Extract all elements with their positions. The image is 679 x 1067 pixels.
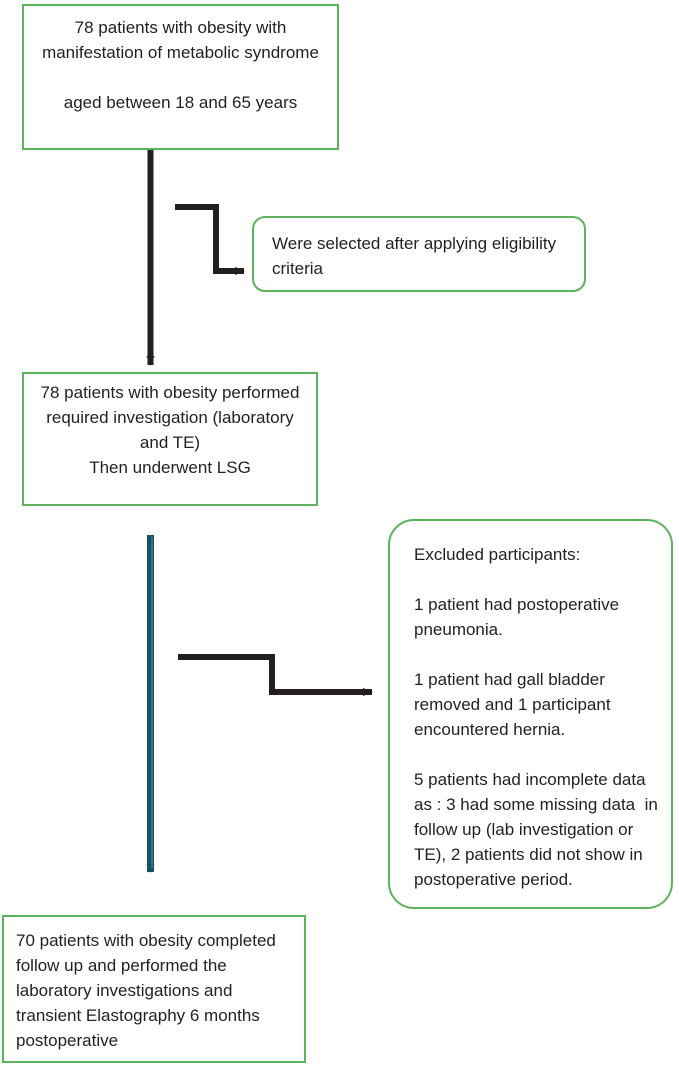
connector-enrolled-to-eligibility — [175, 204, 245, 275]
connector-investigation-to-completed — [146, 535, 155, 873]
node-eligibility-criteria-text: Were selected after applying eligibility… — [272, 234, 561, 278]
node-investigation-lsg: 78 patients with obesity performed requi… — [22, 372, 318, 506]
node-excluded-participants-text: Excluded participants: 1 patient had pos… — [414, 545, 658, 889]
node-completed-followup-text: 70 patients with obesity completed follo… — [16, 931, 281, 1050]
node-investigation-lsg-text: 78 patients with obesity performed requi… — [40, 383, 300, 477]
node-enrolled-patients-text: 78 patients with obesity with manifestat… — [42, 18, 319, 112]
node-eligibility-criteria: Were selected after applying eligibility… — [252, 216, 586, 292]
node-enrolled-patients: 78 patients with obesity with manifestat… — [22, 4, 339, 150]
connector-investigation-to-excluded — [178, 654, 373, 696]
node-excluded-participants: Excluded participants: 1 patient had pos… — [388, 519, 673, 909]
node-completed-followup: 70 patients with obesity completed follo… — [2, 915, 306, 1063]
